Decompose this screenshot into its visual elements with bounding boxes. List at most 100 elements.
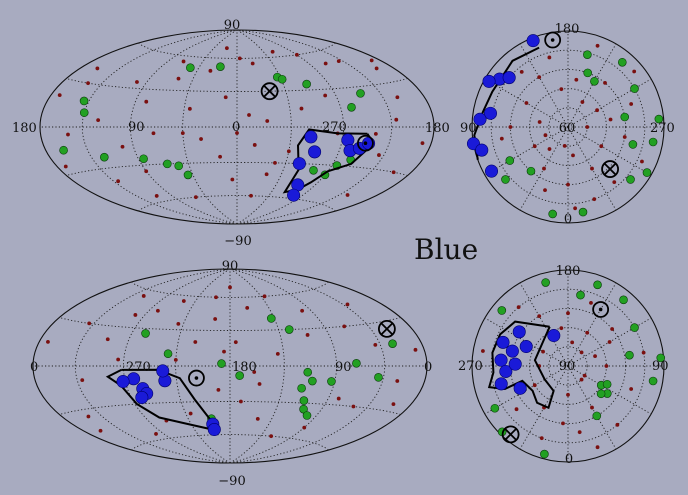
red-point	[305, 333, 310, 337]
blue-point	[475, 143, 489, 157]
latitude-gridline	[59, 317, 401, 331]
red-point	[273, 160, 277, 165]
red-point	[286, 149, 291, 154]
spoke-gridline	[519, 282, 569, 367]
red-point	[105, 337, 110, 342]
longitude-gridline	[229, 268, 338, 464]
green-point	[490, 403, 500, 413]
red-point	[562, 144, 567, 148]
radial-ring	[548, 346, 588, 386]
red-point	[566, 311, 570, 316]
red-point	[394, 117, 399, 122]
red-point	[590, 405, 594, 410]
green-point	[217, 359, 226, 368]
red-point	[595, 43, 600, 48]
red-point	[213, 317, 218, 321]
green-point	[141, 329, 150, 338]
red-point	[604, 364, 609, 368]
blue-point	[292, 157, 306, 171]
longitude-gridline	[175, 268, 231, 464]
red-point	[270, 49, 275, 54]
green-point	[541, 278, 550, 287]
tick-label-bottom: 0	[565, 452, 573, 467]
red-point	[46, 339, 50, 344]
red-point	[537, 75, 542, 80]
blue-point	[304, 130, 318, 144]
red-point	[641, 350, 646, 355]
red-point	[144, 169, 149, 174]
green-point	[297, 383, 306, 393]
odot-center	[598, 307, 603, 312]
red-point	[302, 425, 307, 430]
red-point	[176, 76, 181, 81]
red-point	[151, 131, 156, 136]
blue-point	[287, 188, 301, 202]
red-point	[532, 144, 537, 149]
tick-label-lon1: 90	[128, 120, 145, 135]
red-point	[516, 305, 521, 310]
blue-point	[116, 375, 130, 389]
red-point	[420, 141, 425, 146]
blue-point	[135, 390, 149, 404]
green-point	[602, 379, 612, 389]
green-point	[79, 108, 89, 117]
red-point	[481, 349, 485, 353]
blue-point	[499, 364, 513, 378]
red-point	[570, 340, 575, 345]
panel-hammer-top: 90 −90 180 180 90 0 270	[12, 18, 450, 249]
red-point	[87, 321, 92, 326]
green-point	[626, 175, 635, 184]
red-point	[180, 131, 185, 136]
red-point	[579, 377, 584, 382]
tick-label-left: 270	[458, 359, 483, 374]
green-point	[619, 295, 628, 305]
red-point	[255, 416, 260, 421]
red-point	[208, 68, 213, 73]
tick-label-bottom: 0	[564, 212, 572, 227]
green-point	[583, 50, 592, 59]
tick-label-left: 180	[12, 121, 37, 136]
tick-label-lon1: 270	[126, 360, 151, 375]
tick-label-right: 0	[424, 360, 432, 375]
red-point	[629, 102, 634, 106]
red-point	[80, 378, 85, 383]
longitude-gridline	[236, 29, 292, 225]
red-point	[116, 357, 121, 362]
green-point	[302, 411, 312, 420]
red-point	[351, 404, 356, 409]
red-point	[262, 294, 267, 299]
red-point	[275, 351, 280, 356]
red-point	[582, 373, 587, 378]
plot-layer	[466, 30, 665, 224]
tick-label-right: 180	[425, 121, 450, 136]
red-point	[176, 321, 181, 326]
red-point	[539, 436, 544, 441]
latitude-gridline	[138, 42, 336, 59]
green-point	[648, 376, 658, 386]
blue-point	[496, 335, 510, 349]
plot-layer	[39, 29, 435, 225]
red-point	[141, 294, 146, 298]
red-point	[599, 144, 604, 149]
red-point	[632, 69, 637, 74]
longitude-gridline	[74, 268, 231, 464]
red-point	[608, 117, 613, 122]
red-point	[252, 370, 257, 374]
tick-label-top: 180	[555, 22, 580, 37]
green-point	[505, 156, 515, 165]
latitude-gridline	[138, 195, 336, 212]
red-point	[573, 206, 578, 211]
otimes-marker	[501, 425, 520, 444]
red-point	[187, 106, 192, 111]
red-point	[299, 106, 304, 111]
plot-layer	[32, 268, 428, 464]
green-point	[656, 353, 666, 363]
red-point	[63, 164, 68, 169]
red-point	[589, 300, 593, 305]
red-point	[193, 340, 198, 344]
red-point	[640, 159, 644, 164]
red-point	[116, 179, 121, 184]
longitude-gridline	[122, 268, 231, 464]
blue-point	[547, 329, 561, 343]
red-point	[590, 166, 594, 171]
